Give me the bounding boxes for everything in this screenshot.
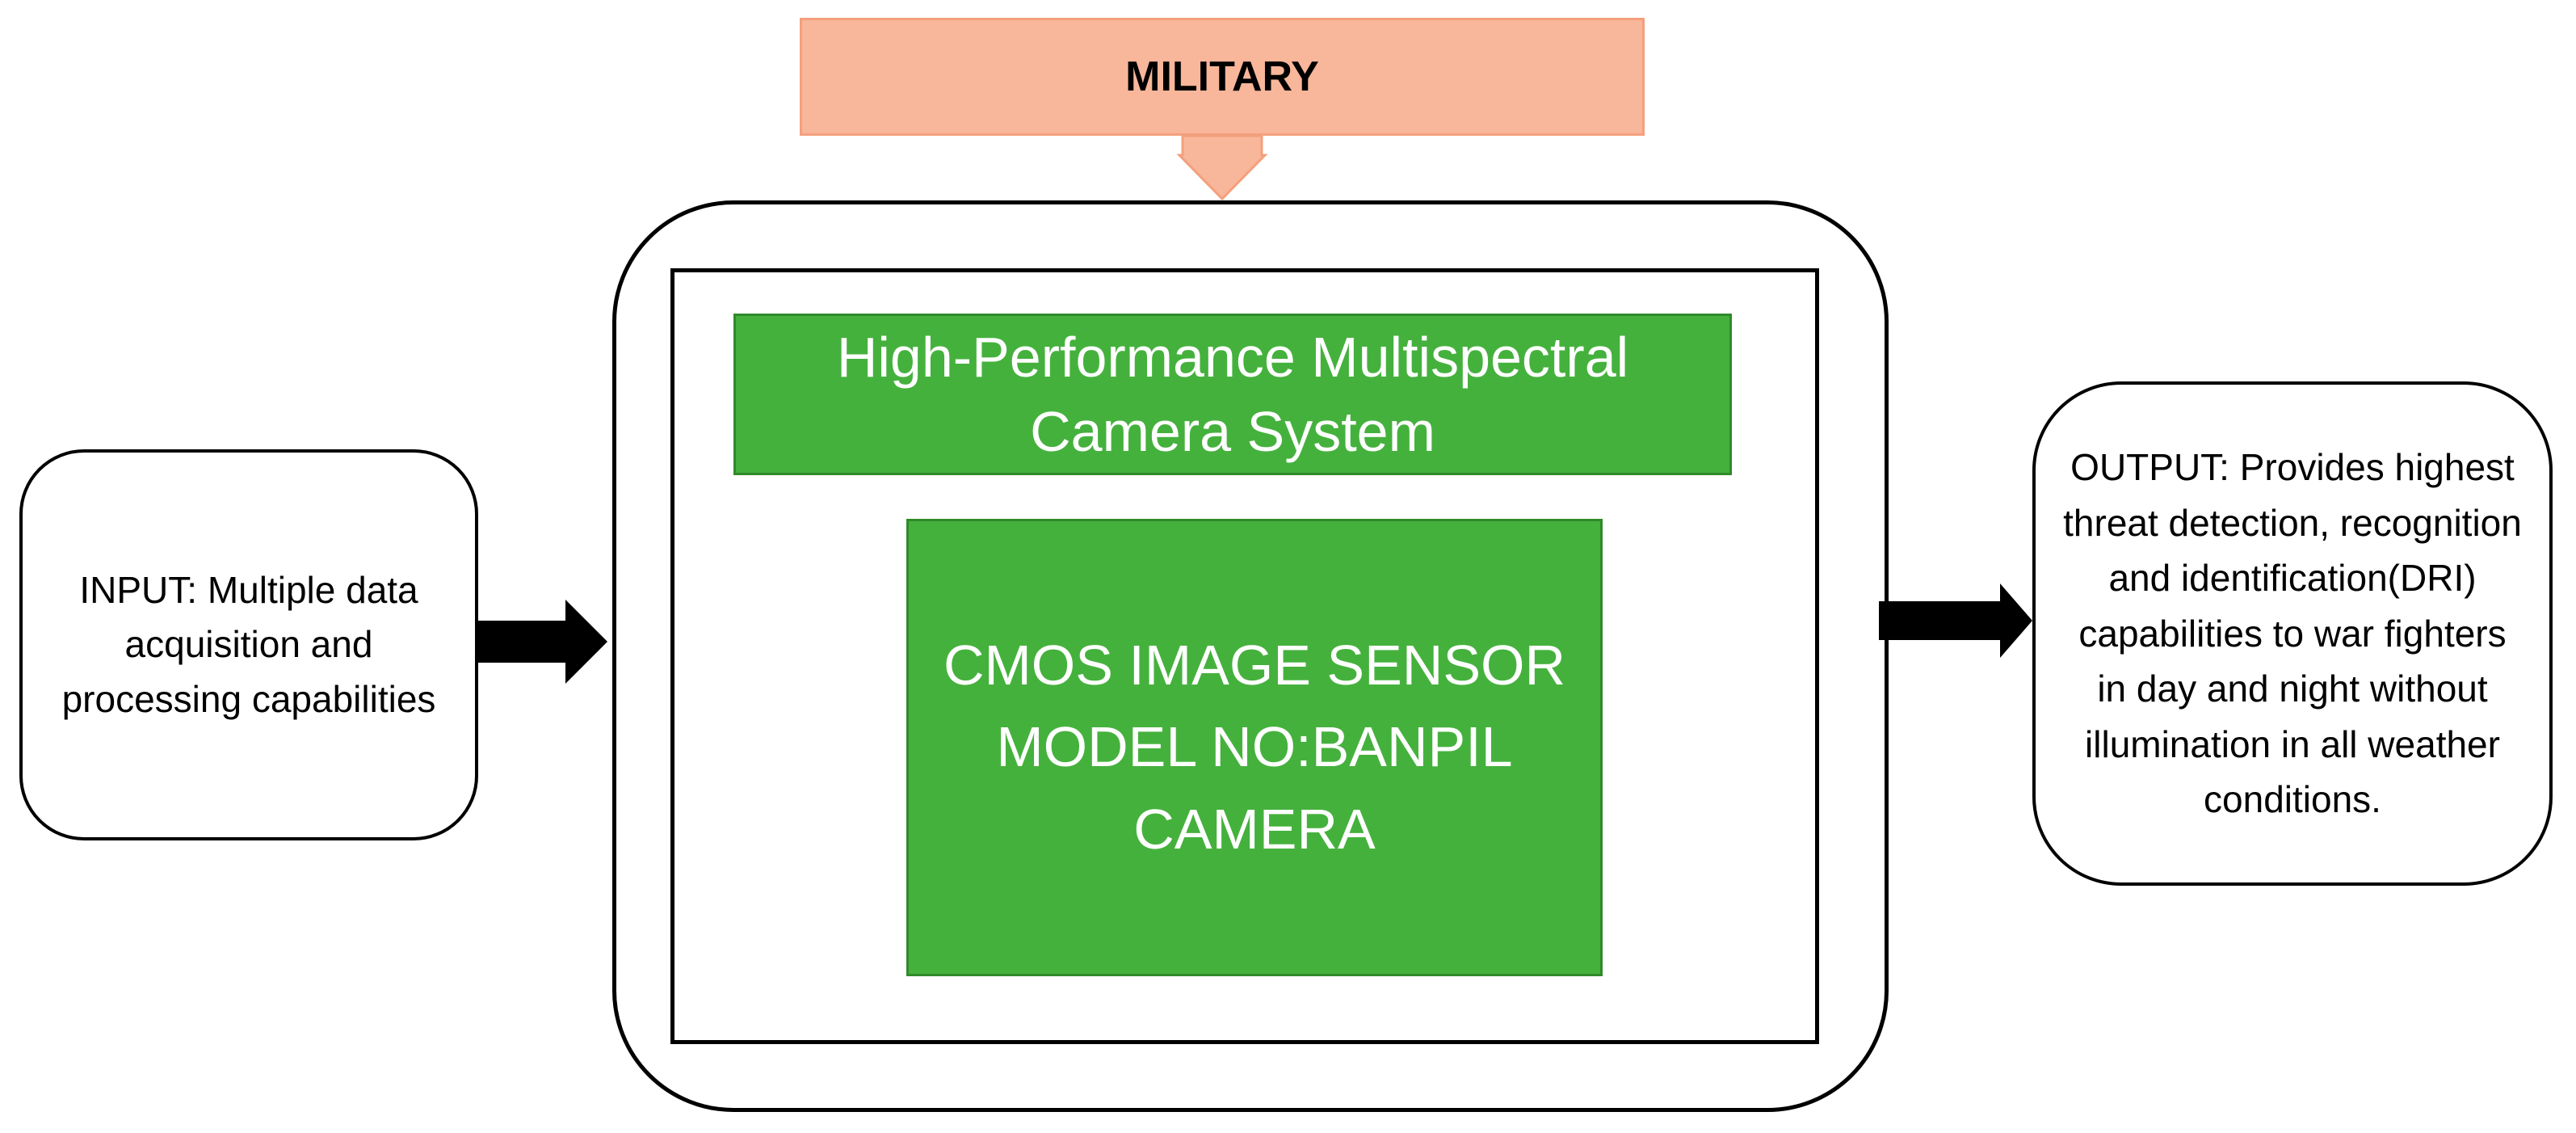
sensor-label: CMOS IMAGE SENSOR MODEL NO:BANPIL CAMERA [943, 633, 1566, 861]
system-title: High-Performance Multispectral Camera Sy… [836, 325, 1629, 463]
sensor-box: CMOS IMAGE SENSOR MODEL NO:BANPIL CAMERA [906, 519, 1603, 976]
input-text: INPUT: Multiple data acquisition and pro… [61, 568, 436, 720]
military-down-arrow [1176, 134, 1268, 201]
input-to-system-arrow [478, 600, 607, 684]
system-to-output-arrow [1879, 583, 2032, 658]
military-box: MILITARY [800, 18, 1645, 136]
output-text: OUTPUT: Provides highest threat detectio… [2063, 446, 2522, 821]
input-box: INPUT: Multiple data acquisition and pro… [19, 449, 478, 840]
system-title-box: High-Performance Multispectral Camera Sy… [733, 314, 1732, 475]
military-label: MILITARY [1125, 53, 1319, 100]
output-box: OUTPUT: Provides highest threat detectio… [2032, 381, 2553, 886]
